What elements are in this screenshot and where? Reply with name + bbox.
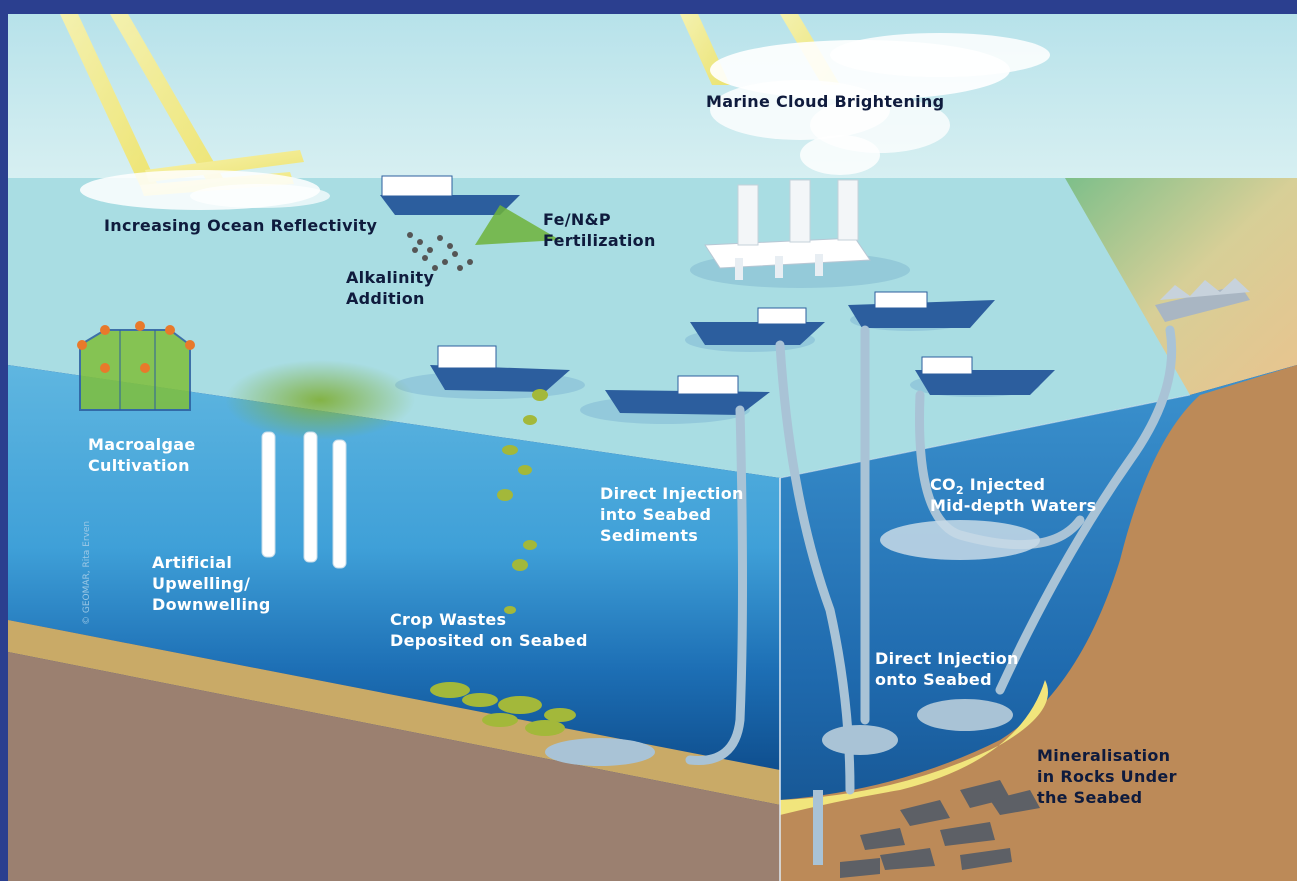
crop-waste-particles (430, 389, 576, 736)
label-injection-onto-line1: Direct Injection (875, 649, 1019, 668)
label-injection-onto-line2: onto Seabed (875, 670, 992, 689)
midwater-co2-plume (880, 520, 1040, 560)
seabed-injection-ship-1 (685, 307, 825, 352)
edge-line-2 (779, 394, 1191, 479)
fertilization-ship (380, 175, 560, 271)
label-ocean-reflectivity: Increasing Ocean Reflectivity (104, 216, 378, 235)
spray-platform (690, 179, 910, 288)
label-mineralisation-line2: in Rocks Under (1037, 767, 1177, 786)
factory (1155, 278, 1250, 322)
marine-cloud (710, 33, 1050, 175)
co2-suffix: Injected (963, 475, 1046, 494)
right-sediment (780, 680, 1048, 815)
label-co2-injected-line1: CO2 Injected (930, 475, 1045, 497)
label-co2-injected-line2: Mid-depth Waters (930, 496, 1097, 515)
macroalgae-cage (77, 321, 195, 411)
midwater-injection-ship (910, 356, 1055, 397)
sky (8, 14, 1297, 184)
label-mineralisation-line1: Mineralisation (1037, 746, 1171, 765)
seabed-sediment-plume (545, 738, 655, 766)
label-upwelling-line2: Upwelling/ (152, 574, 251, 593)
label-crop-wastes-line2: Deposited on Seabed (390, 631, 588, 650)
seabed-injection-ship-2 (848, 291, 995, 331)
label-macroalgae-line2: Cultivation (88, 456, 190, 475)
label-mineralisation-line3: the Seabed (1037, 788, 1143, 807)
label-upwelling-line3: Downwelling (152, 595, 271, 614)
label-injection-sediments-line2: into Seabed (600, 505, 712, 524)
label-marine-cloud-brightening: Marine Cloud Brightening (706, 92, 945, 111)
label-fertilization-line1: Fe/N&P (543, 210, 611, 229)
label-crop-wastes-line1: Crop Wastes (390, 610, 507, 629)
co2-subscript: 2 (955, 484, 964, 497)
sediment-injection-ship (580, 375, 770, 424)
mineralisation-rocks (840, 780, 1040, 878)
co2-prefix: CO (930, 475, 956, 494)
label-injection-sediments-line3: Sediments (600, 526, 699, 545)
label-macroalgae-line1: Macroalgae (88, 435, 196, 454)
label-upwelling-line1: Artificial (152, 553, 233, 572)
label-alkalinity-line1: Alkalinity (346, 268, 435, 287)
upwelling-glow (225, 360, 415, 440)
label-alkalinity-line2: Addition (346, 289, 425, 308)
label-injection-sediments-line1: Direct Injection (600, 484, 744, 503)
upwelling-pipes (261, 431, 347, 569)
land-surface (1065, 178, 1297, 395)
left-bedrock (8, 652, 780, 881)
right-rock (780, 365, 1297, 881)
left-water-column (8, 365, 780, 770)
image-credit: © GEOMAR, Rita Erven (82, 520, 92, 625)
label-fertilization-line2: Fertilization (543, 231, 656, 250)
